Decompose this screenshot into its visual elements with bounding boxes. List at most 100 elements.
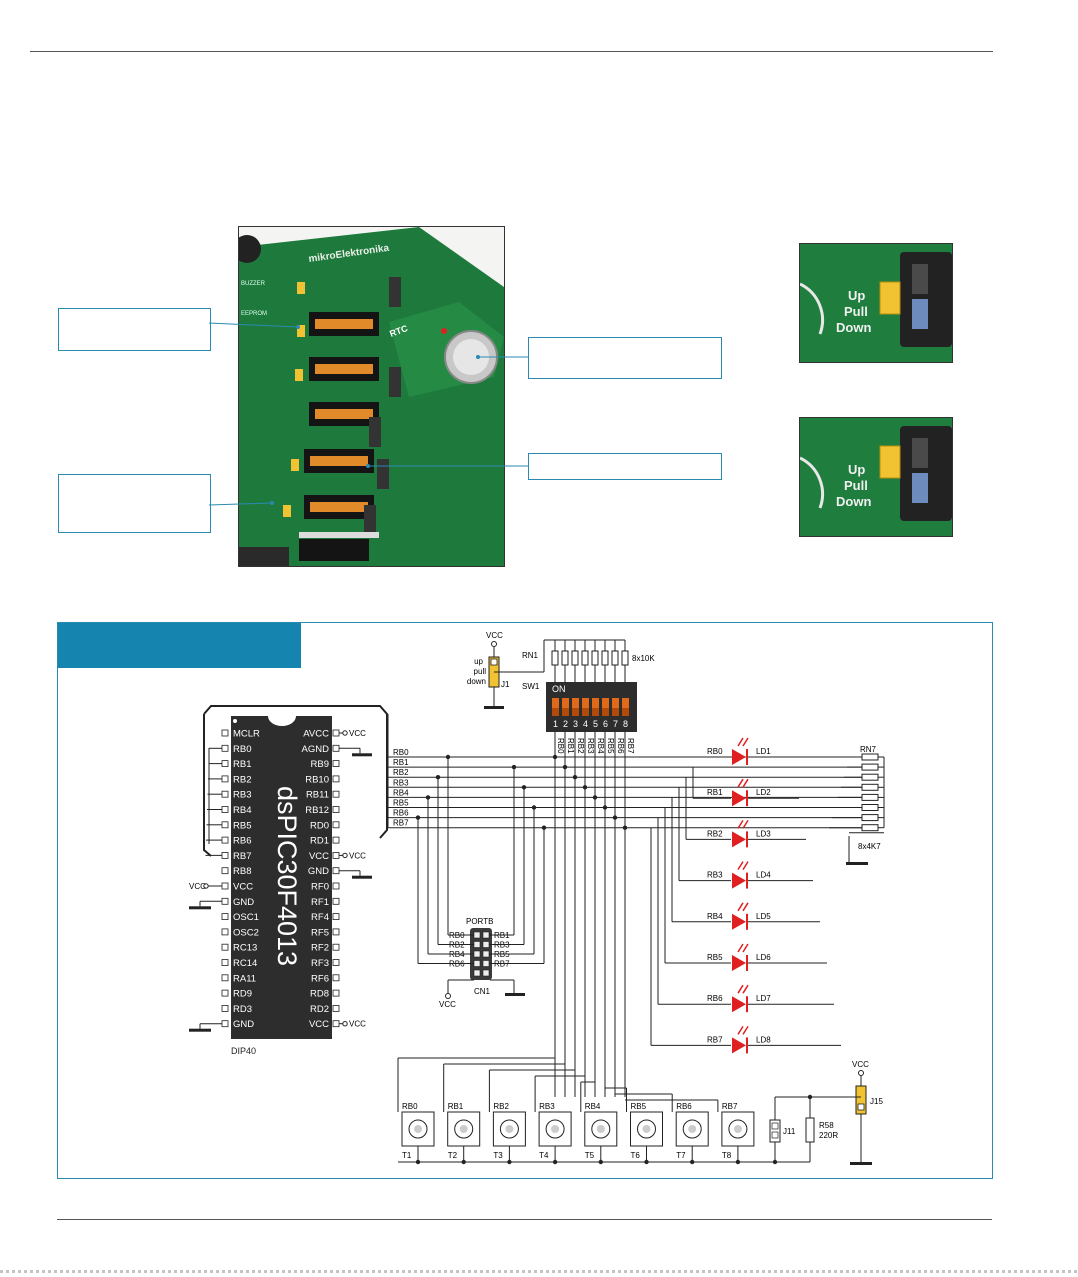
- mcu-left-pin-18: RD3: [233, 1004, 252, 1015]
- mcu-right-pin-2: RB9: [311, 759, 329, 770]
- sw1-num-1: 2: [563, 719, 568, 729]
- callout-box-top-right: [528, 337, 722, 379]
- callout-box-bottom-right: [528, 453, 722, 480]
- mcu-right-pin-10: RF0: [311, 882, 329, 893]
- photo-eeprom-text: EEPROM: [241, 311, 267, 317]
- led-port-1: RB1: [707, 788, 723, 797]
- photo-buzzer-text: BUZZER: [241, 281, 266, 287]
- resistor-network-rn7: RN7 8x4K7: [829, 745, 885, 865]
- mcu-left-pin-12: OSC1: [233, 912, 259, 923]
- jumper-up-illustration: Up Pull Down: [800, 244, 952, 362]
- mcu-left-pin-17: RD9: [233, 989, 252, 1000]
- j1-vcc: VCC: [486, 631, 503, 640]
- led-port-7: RB7: [707, 1035, 723, 1044]
- sw1-num-7: 8: [623, 719, 628, 729]
- mcu-left-pin-3: RB2: [233, 774, 251, 785]
- mcu-right-pin-12: RF4: [311, 912, 329, 923]
- button-port-7: RB7: [722, 1102, 738, 1111]
- button-port-4: RB4: [585, 1102, 601, 1111]
- button-name-0: T1: [402, 1151, 412, 1160]
- led-port-5: RB5: [707, 953, 723, 962]
- r58-name: R58: [819, 1121, 834, 1130]
- led-port-0: RB0: [707, 747, 723, 756]
- rn1-name: RN1: [522, 651, 539, 660]
- button-name-6: T7: [676, 1151, 686, 1160]
- led-name-3: LD4: [756, 871, 771, 880]
- mcu-left-pin-11: GND: [233, 897, 254, 908]
- mcu-right-pin-17: RD8: [310, 989, 329, 1000]
- mcu-right-pin-19: VCC: [309, 1019, 329, 1030]
- j1-up: up: [474, 657, 483, 666]
- j11-name: J11: [783, 1127, 796, 1136]
- j15-name: J15: [870, 1097, 883, 1106]
- j1-name: J1: [501, 680, 510, 689]
- button-port-5: RB5: [631, 1102, 647, 1111]
- sw1-col-label-1: RB1: [566, 738, 575, 754]
- jumper-up-photo: Up Pull Down: [799, 243, 953, 363]
- callout-box-bottom-left: [58, 474, 211, 533]
- mcu-left-pin-14: RC13: [233, 943, 257, 954]
- mcu-left-pin-16: RA11: [233, 973, 256, 984]
- sw1-col-label-2: RB2: [576, 738, 585, 754]
- mcu-right-pin-3: RB10: [305, 774, 329, 785]
- button-port-6: RB6: [676, 1102, 692, 1111]
- j1-down: down: [467, 677, 486, 686]
- thumb2-down-text: Down: [836, 494, 871, 509]
- button-name-3: T4: [539, 1151, 549, 1160]
- top-rule: [30, 51, 993, 52]
- mcu-left-pin-0: MCLR: [233, 729, 260, 740]
- mcu-vcc-label-8: VCC: [349, 851, 366, 860]
- sw1-col-label-7: RB7: [626, 738, 635, 754]
- cn1-title: PORTB: [466, 917, 493, 926]
- led-name-1: LD2: [756, 788, 771, 797]
- bus-label-0: RB0: [393, 748, 409, 757]
- sw1-col-label-5: RB5: [606, 738, 615, 754]
- mcu-right-pin-5: RB12: [305, 805, 329, 816]
- sw1-num-0: 1: [553, 719, 558, 729]
- led-port-6: RB6: [707, 994, 723, 1003]
- mcu-left-pin-5: RB4: [233, 805, 251, 816]
- sw1-num-5: 6: [603, 719, 608, 729]
- sw1-num-4: 5: [593, 719, 598, 729]
- rn1-value: 8x10K: [632, 654, 655, 663]
- mcu-left-pin-9: RB8: [233, 866, 251, 877]
- thumb1-pull-text: Pull: [844, 304, 868, 319]
- callout-box-top-left: [58, 308, 211, 351]
- button-port-1: RB1: [448, 1102, 464, 1111]
- mcu-left-pin-4: RB3: [233, 790, 251, 801]
- button-common-circuit: VCC J15 J11 R58 220R: [398, 1060, 883, 1165]
- bus-label-4: RB4: [393, 788, 409, 797]
- mcu-right-pin-6: RD0: [310, 820, 329, 831]
- j15-vcc: VCC: [852, 1060, 869, 1069]
- mcu-right-pin-8: VCC: [309, 851, 329, 862]
- callout-leaders: [208, 322, 528, 506]
- mcu-name: dsPIC30F4013: [272, 786, 302, 966]
- sw1-col-label-4: RB4: [596, 738, 605, 754]
- mcu-vcc-label-19: VCC: [349, 1020, 366, 1029]
- sw1-num-6: 7: [613, 719, 618, 729]
- bus-label-7: RB7: [393, 819, 409, 828]
- jumper-j1: VCC up pull down J1: [467, 631, 545, 709]
- sw1-num-3: 4: [583, 719, 588, 729]
- jumper-down-photo: Up Pull Down: [799, 417, 953, 537]
- mcu-vcc-left: VCC: [189, 882, 206, 891]
- mcu-right-pin-13: RF5: [311, 927, 329, 938]
- mcu-right-pin-16: RF6: [311, 973, 329, 984]
- mcu-right-pin-9: GND: [308, 866, 329, 877]
- button-port-2: RB2: [493, 1102, 509, 1111]
- jumper-down-illustration: Up Pull Down: [800, 418, 952, 536]
- mcu-chip: dsPIC30F4013 MCLRRB0RB1RB2RB3RB4RB5RB6RB…: [189, 705, 388, 1056]
- button-name-5: T6: [631, 1151, 641, 1160]
- mcu-right-pin-4: RB11: [306, 790, 329, 801]
- mcu-left-pin-13: OSC2: [233, 927, 259, 938]
- sw1-on: ON: [552, 684, 566, 694]
- cn1-name: CN1: [474, 987, 491, 996]
- bus-label-6: RB6: [393, 809, 409, 818]
- bus-label-1: RB1: [393, 758, 409, 767]
- bus-label-2: RB2: [393, 768, 409, 777]
